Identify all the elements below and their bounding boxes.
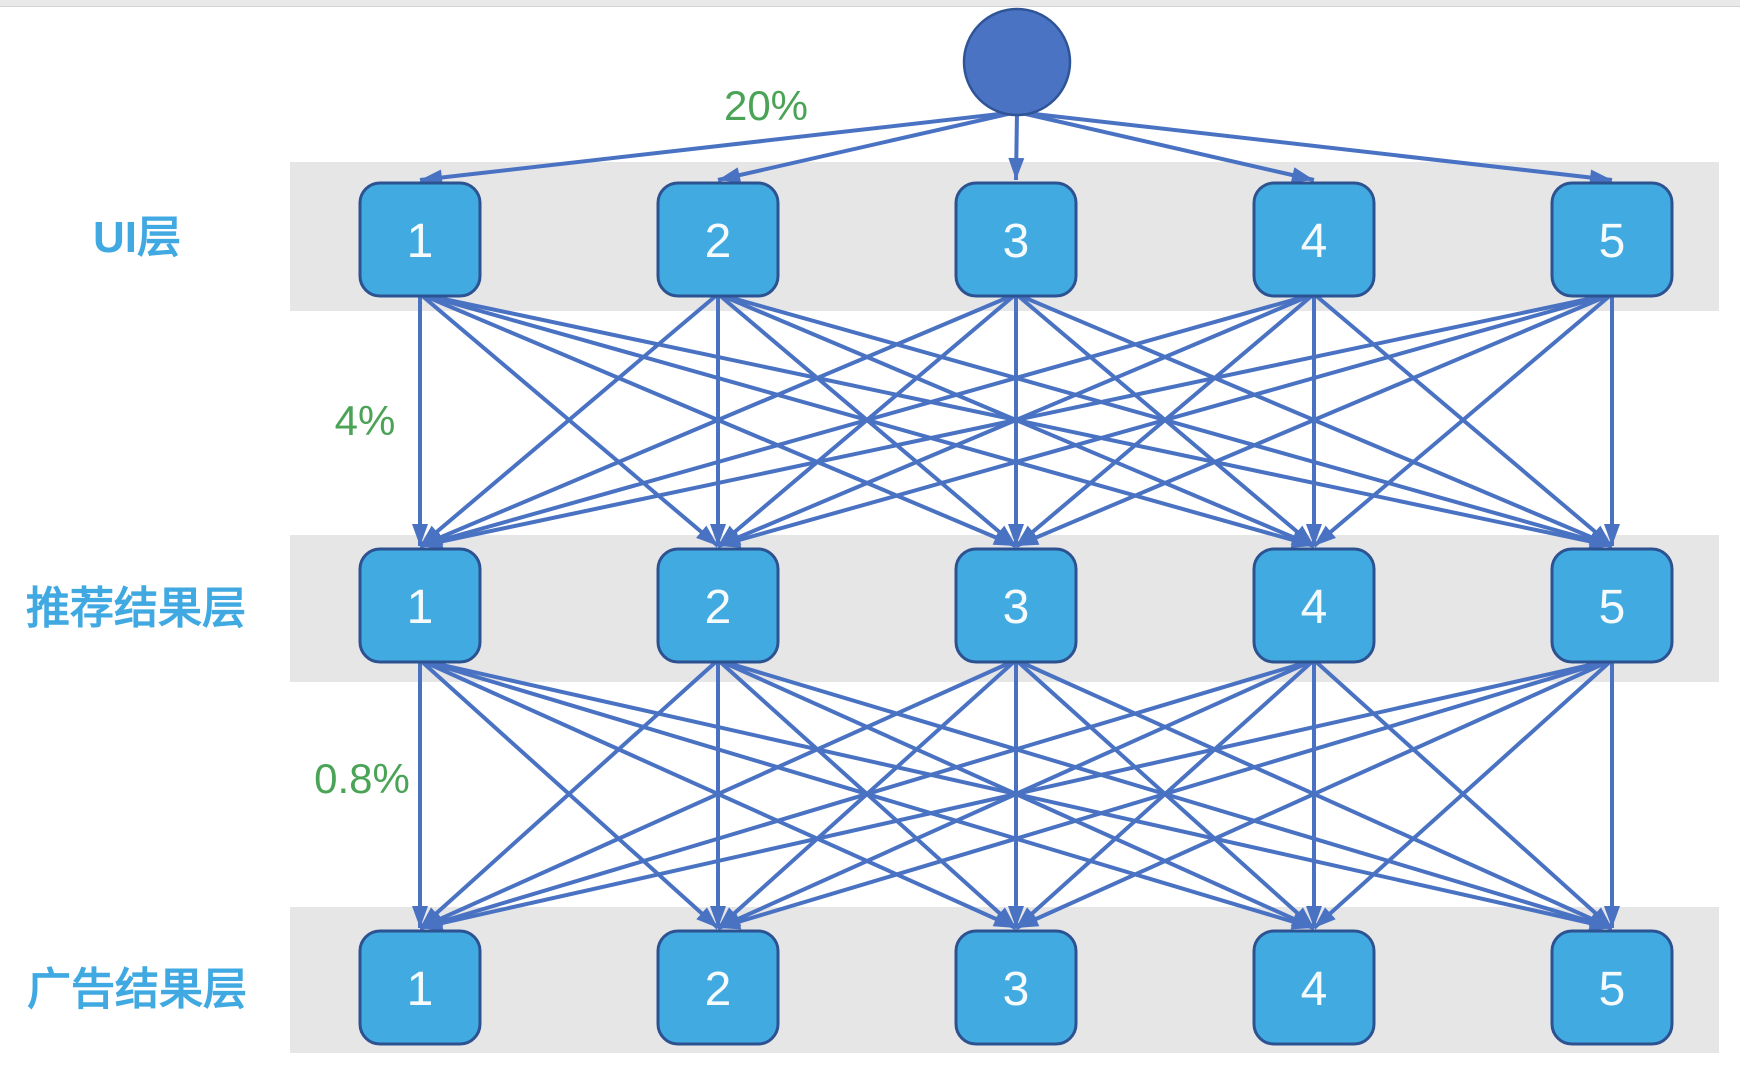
ad-layer-node-5 (1550, 929, 1674, 1046)
edge-ui-layer-5-to-recommend-layer-4 (1312, 292, 1614, 548)
recommend-result-layer-label: 推荐结果层 (26, 584, 246, 633)
ad-layer-node-2-number: 2 (705, 963, 732, 1016)
ui-layer-node-1-number: 1 (407, 215, 434, 268)
recommend-layer-node-1 (358, 547, 482, 664)
edge-recommend-layer-5-to-ad-layer-3 (1015, 658, 1613, 930)
ui-layer-node-3-number: 3 (1003, 215, 1030, 268)
ad-layer-node-3 (954, 929, 1078, 1046)
recommend-layer-node-3-number: 3 (1003, 581, 1030, 634)
rate-ui-to-recommend: 4% (334, 397, 396, 444)
recommend-layer-node-5-number: 5 (1599, 581, 1626, 634)
ad-layer-node-1-number: 1 (407, 963, 434, 1016)
edge-ui-layer-2-to-recommend-layer-1 (418, 292, 720, 548)
recommend-layer-node-2-number: 2 (705, 581, 732, 634)
edge-recommend-layer-5-to-ad-layer-1 (419, 658, 1613, 931)
edge-lines (412, 110, 1620, 931)
rate-root-to-ui: 20% (723, 82, 809, 129)
edge-root-to-ui-layer-4 (1016, 110, 1315, 183)
ui-layer-node-2-number: 2 (705, 215, 732, 268)
edge-root-to-ui-layer-1 (419, 110, 1018, 186)
edge-root-to-ui-layer-5 (1016, 110, 1613, 186)
edge-recommend-layer-5-to-ad-layer-4 (1312, 658, 1614, 930)
ad-layer-node-3-number: 3 (1003, 963, 1030, 1016)
recommend-layer-node-3 (954, 547, 1078, 664)
ui-layer-label: UI层 (93, 213, 181, 262)
edge-recommend-layer-3-to-ad-layer-1 (419, 658, 1017, 930)
ad-result-layer-label: 广告结果层 (27, 965, 247, 1014)
recommend-layer-node-4 (1252, 547, 1376, 664)
ad-layer-node-2 (656, 929, 780, 1046)
ad-layer-node-1 (358, 929, 482, 1046)
ui-layer-node-4 (1252, 181, 1376, 298)
rate-recommend-to-ad: 0.8% (314, 755, 410, 802)
recommend-layer-node-2 (656, 547, 780, 664)
ad-layer-node-4-number: 4 (1301, 963, 1328, 1016)
ui-layer-node-1 (358, 181, 482, 298)
edge-ui-layer-5-to-recommend-layer-2 (717, 292, 1613, 548)
recommend-layer-node-1-number: 1 (407, 581, 434, 634)
edge-ui-layer-5-to-recommend-layer-3 (1015, 292, 1613, 548)
recommend-layer-node-4-number: 4 (1301, 581, 1328, 634)
root-node-circle (962, 7, 1072, 117)
edge-recommend-layer-5-to-ad-layer-2 (717, 658, 1613, 930)
ui-layer-node-3 (954, 181, 1078, 298)
edge-root-to-ui-layer-2 (717, 110, 1018, 183)
edge-ui-layer-5-to-recommend-layer-1 (419, 292, 1613, 550)
ui-layer-node-5-number: 5 (1599, 215, 1626, 268)
ui-layer-node-4-number: 4 (1301, 215, 1328, 268)
recommend-layer-node-5 (1550, 547, 1674, 664)
edge-root-to-ui-layer-3 (1008, 111, 1025, 181)
ad-layer-node-5-number: 5 (1599, 963, 1626, 1016)
edge-recommend-layer-4-to-ad-layer-1 (419, 658, 1315, 930)
ui-layer-node-5 (1550, 181, 1674, 298)
top-edge-strip (0, 0, 1740, 7)
edge-recommend-layer-2-to-ad-layer-1 (418, 658, 720, 930)
edge-ui-layer-3-to-recommend-layer-1 (419, 292, 1017, 548)
edge-ui-layer-4-to-recommend-layer-1 (419, 292, 1315, 548)
ad-layer-node-4 (1252, 929, 1376, 1046)
ui-layer-node-2 (656, 181, 780, 298)
nodes: 1 2 3 4 5 1 2 3 4 5 1 2 3 4 5 (358, 7, 1674, 1046)
